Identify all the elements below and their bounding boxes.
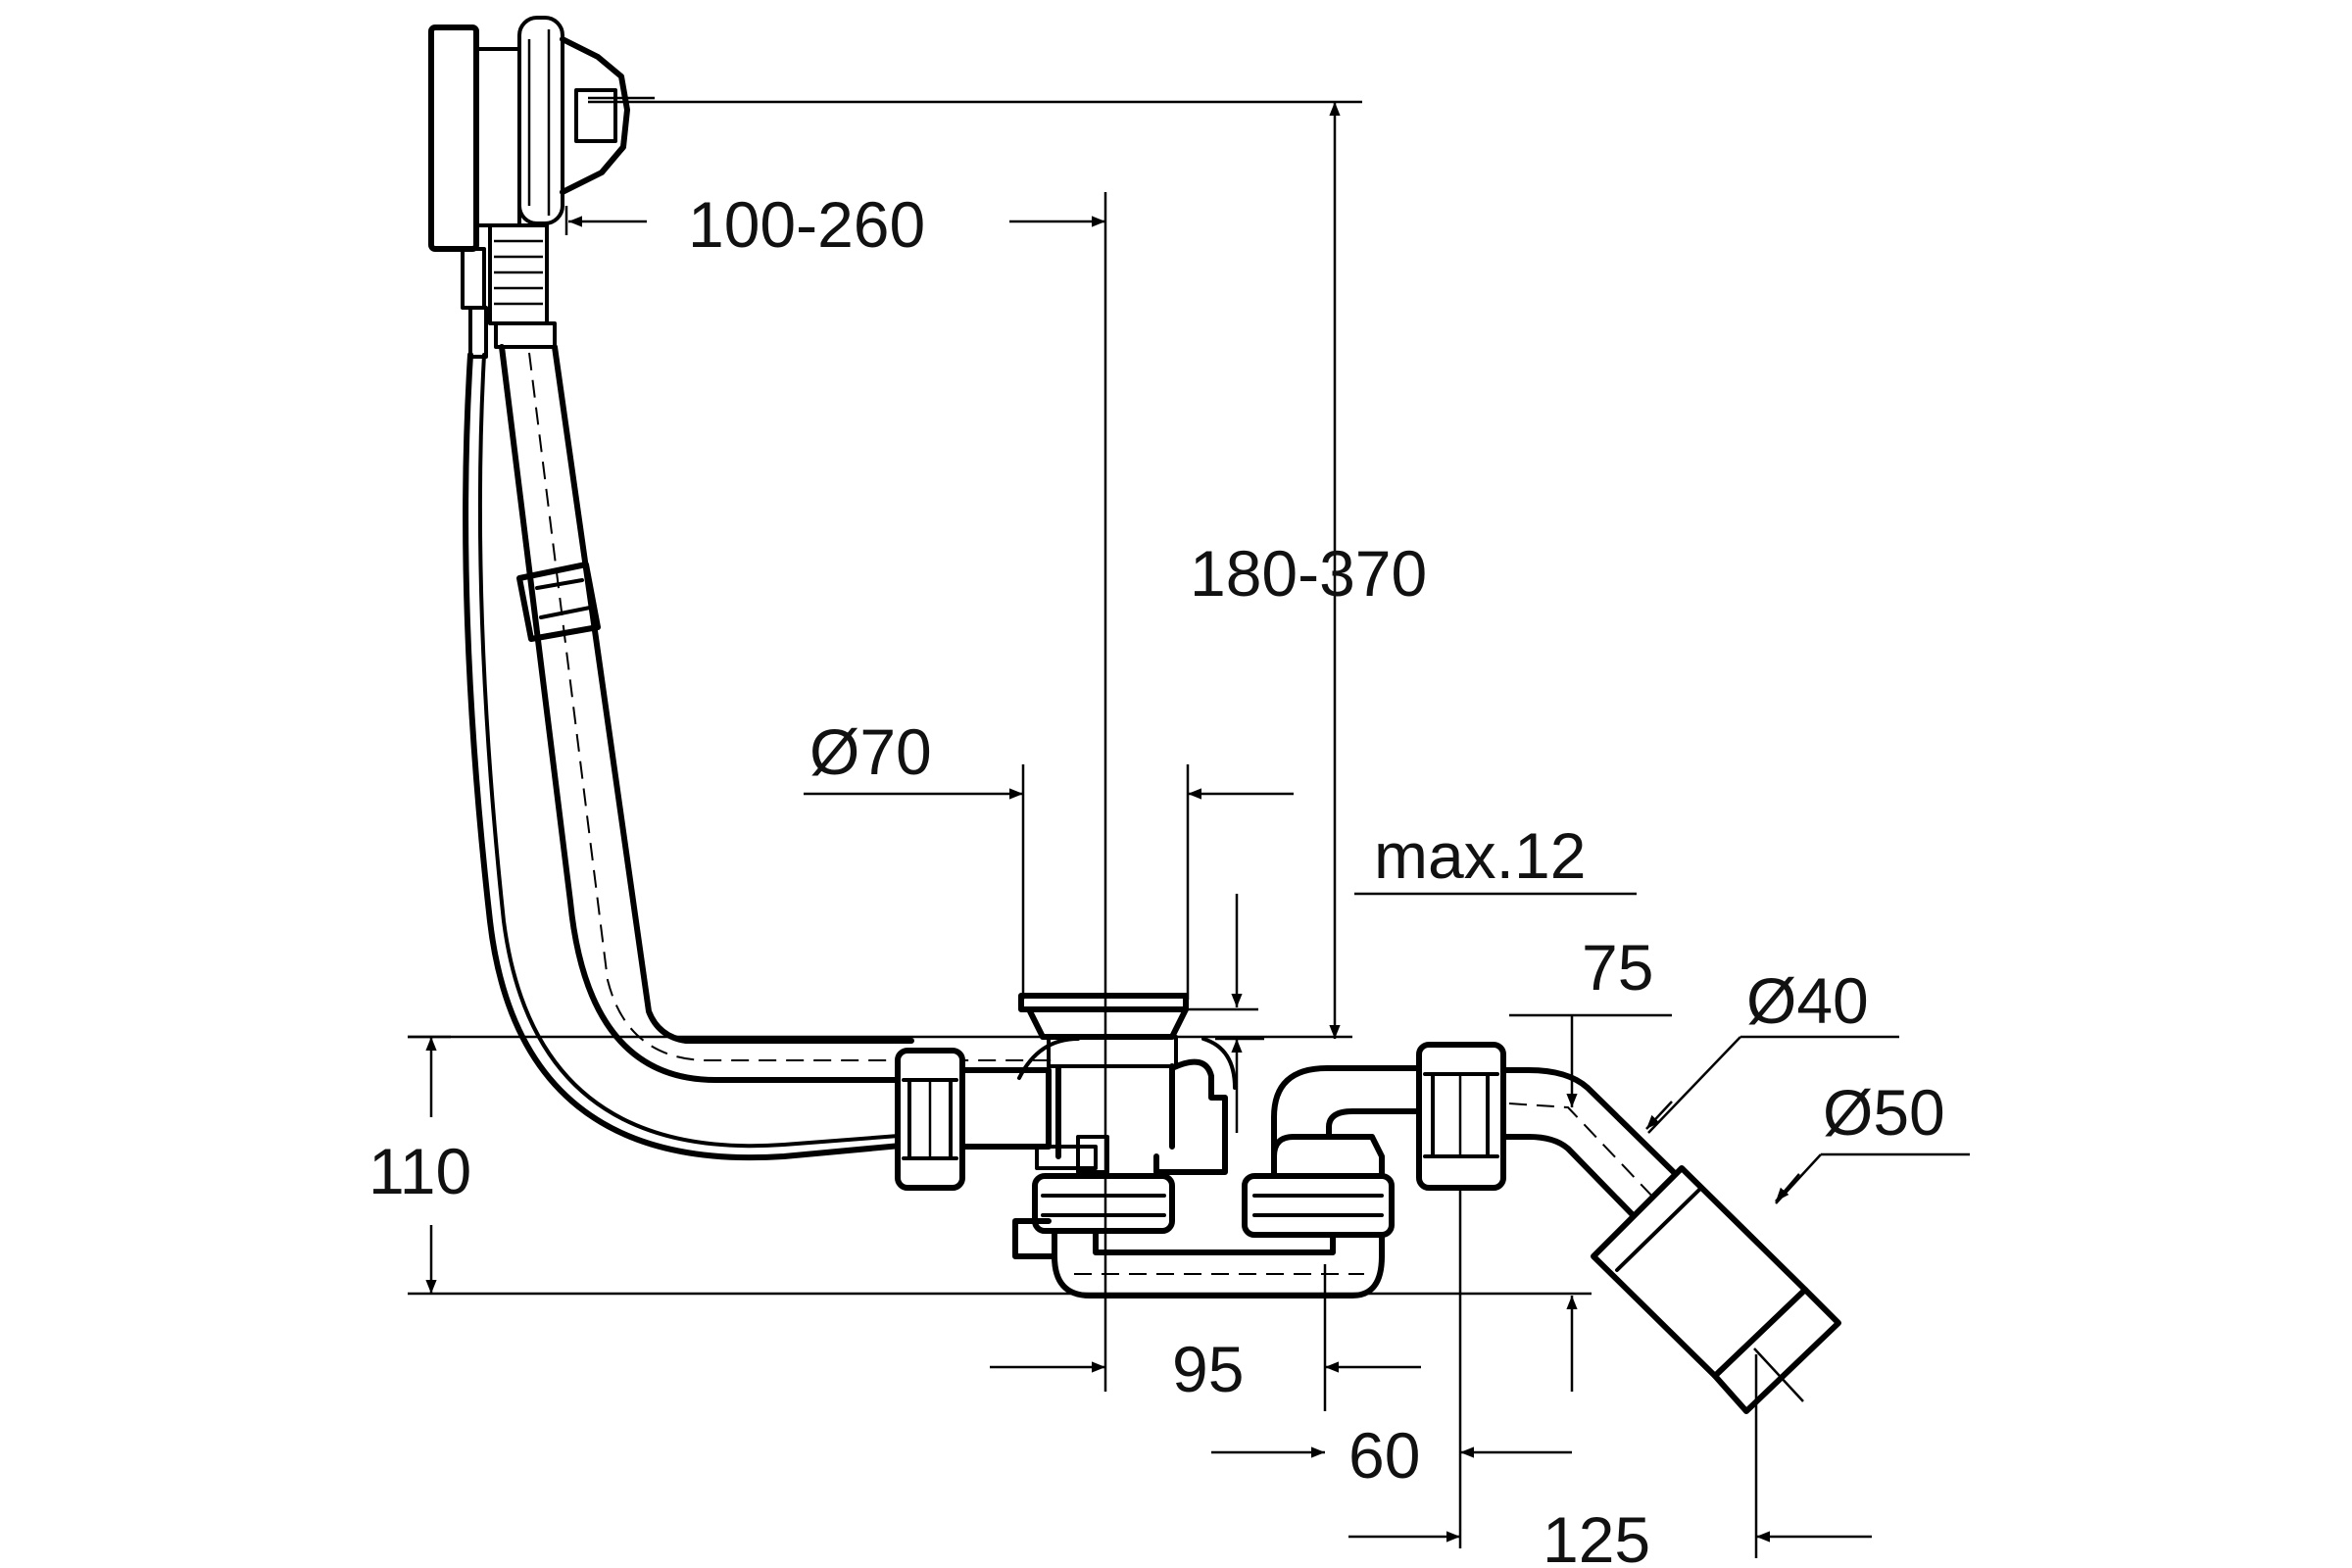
dim-trap-offset: 95: [1172, 1333, 1244, 1405]
dim-drain-diameter: Ø70: [809, 715, 932, 788]
right-coupling-nut: [1416, 1042, 1506, 1191]
left-coupling-nut: [895, 1048, 965, 1191]
dim-outlet-diameter-large: Ø50: [1823, 1076, 1945, 1149]
angled-outlet: [1500, 1067, 1841, 1414]
dim-height-range: 180-370: [1190, 537, 1427, 610]
dim-max-thickness: max.12: [1374, 819, 1586, 892]
overflow-pipe: [499, 344, 1058, 1083]
overflow-head: [428, 16, 655, 359]
bowden-cable: [463, 352, 914, 1161]
dim-outlet-reach: 125: [1543, 1503, 1650, 1568]
dim-elbow-offset: 75: [1582, 931, 1653, 1004]
dim-trap-width: 60: [1348, 1419, 1420, 1492]
drain-body: [959, 993, 1424, 1298]
dimension-lines: [408, 100, 1970, 1558]
dim-outlet-diameter-small: Ø40: [1746, 964, 1869, 1037]
dim-pipe-reach: 100-260: [688, 188, 925, 261]
dim-trap-height: 110: [368, 1135, 471, 1207]
